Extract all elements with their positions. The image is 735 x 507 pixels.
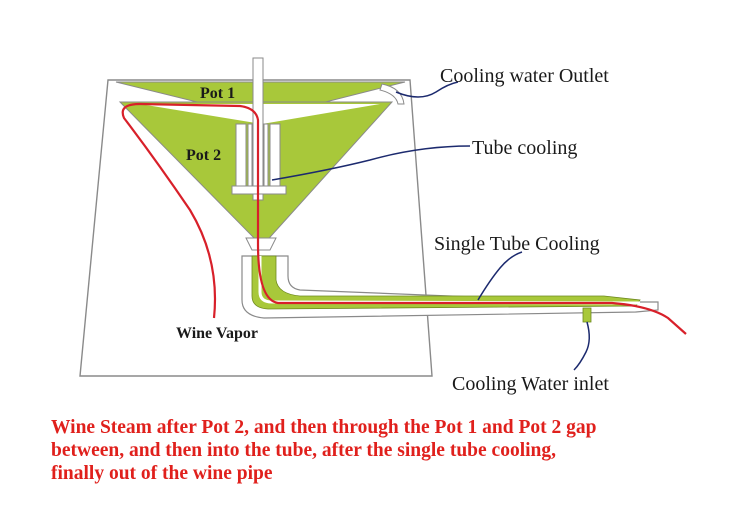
- caption-line-3: finally out of the wine pipe: [51, 463, 273, 484]
- label-tube-cooling: Tube cooling: [472, 137, 577, 159]
- label-single-tube-cooling: Single Tube Cooling: [434, 233, 600, 255]
- leader-single-tube-cooling: [477, 251, 523, 301]
- cooling-water-inlet-stub: [582, 307, 592, 323]
- still-body: [79, 79, 433, 377]
- pot-2-funnel: [245, 237, 277, 251]
- label-cooling-water-inlet: Cooling Water inlet: [452, 373, 609, 395]
- leader-cooling-water-inlet: [573, 321, 590, 371]
- label-wine-vapor: Wine Vapor: [176, 325, 258, 342]
- caption: Wine Steam after Pot 2, and then through…: [51, 416, 721, 485]
- wine-vapor-path: [121, 102, 687, 335]
- leader-cooling-water-outlet: [395, 81, 459, 98]
- outlet-elbow: [379, 83, 405, 105]
- leader-tube-cooling: [271, 145, 471, 181]
- label-cooling-water-outlet: Cooling water Outlet: [440, 65, 609, 87]
- single-tube-bore: [258, 256, 641, 305]
- label-pot-1: Pot 1: [200, 85, 235, 102]
- label-pot-2: Pot 2: [186, 147, 221, 164]
- caption-line-2: between, and then into the tube, after t…: [51, 440, 557, 461]
- caption-line-1: Wine Steam after Pot 2, and then through…: [51, 417, 597, 438]
